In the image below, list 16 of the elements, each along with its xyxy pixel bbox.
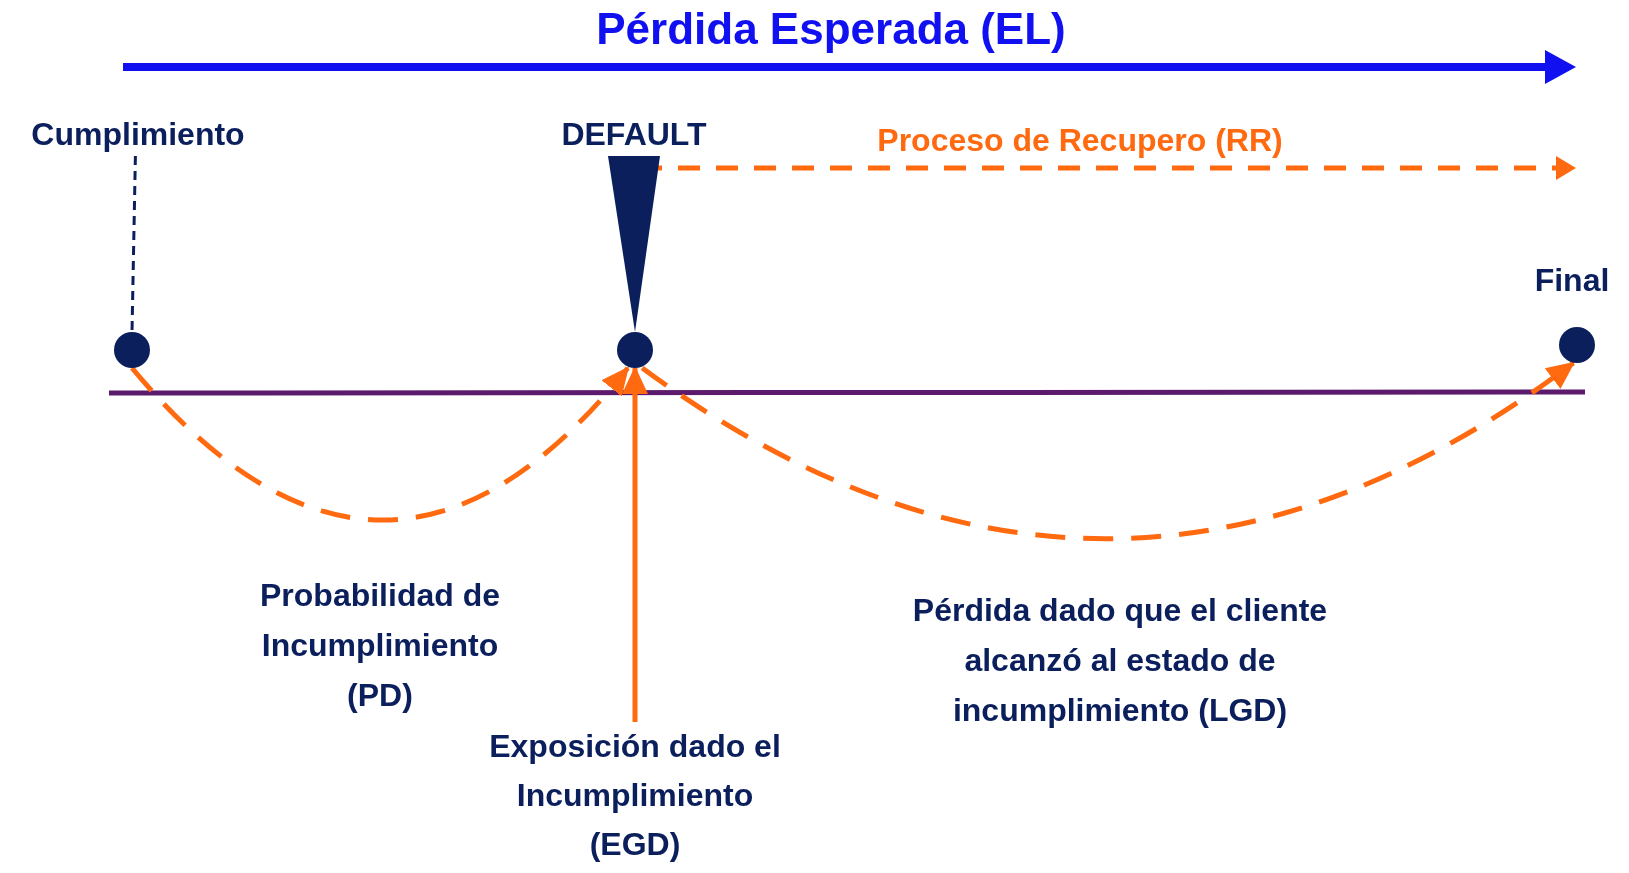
milestone-dot [1559, 327, 1595, 363]
metric-label: Pérdida dado que el cliente alcanzó al estado de incumplimiento (LGD) [911, 591, 1329, 730]
milestone-dot [617, 332, 653, 368]
milestone-dot [114, 332, 150, 368]
milestone-label: Cumplimiento [8, 112, 268, 156]
milestone-label: Final [1520, 258, 1624, 302]
metric-label: Probabilidad de Incumplimiento (PD) [259, 576, 501, 715]
arrow [622, 366, 648, 722]
phase-label: Proceso de Recupero (RR) [876, 121, 1284, 160]
milestone-label: DEFAULT [544, 112, 724, 156]
pointer-wedge [608, 156, 660, 332]
diagram-title: Pérdida Esperada (EL) [595, 3, 1067, 55]
arrow [130, 366, 630, 523]
connector-line [130, 155, 137, 333]
arrow [640, 360, 1576, 541]
metric-label: Exposición dado el Incumplimiento (EGD) [470, 722, 800, 869]
